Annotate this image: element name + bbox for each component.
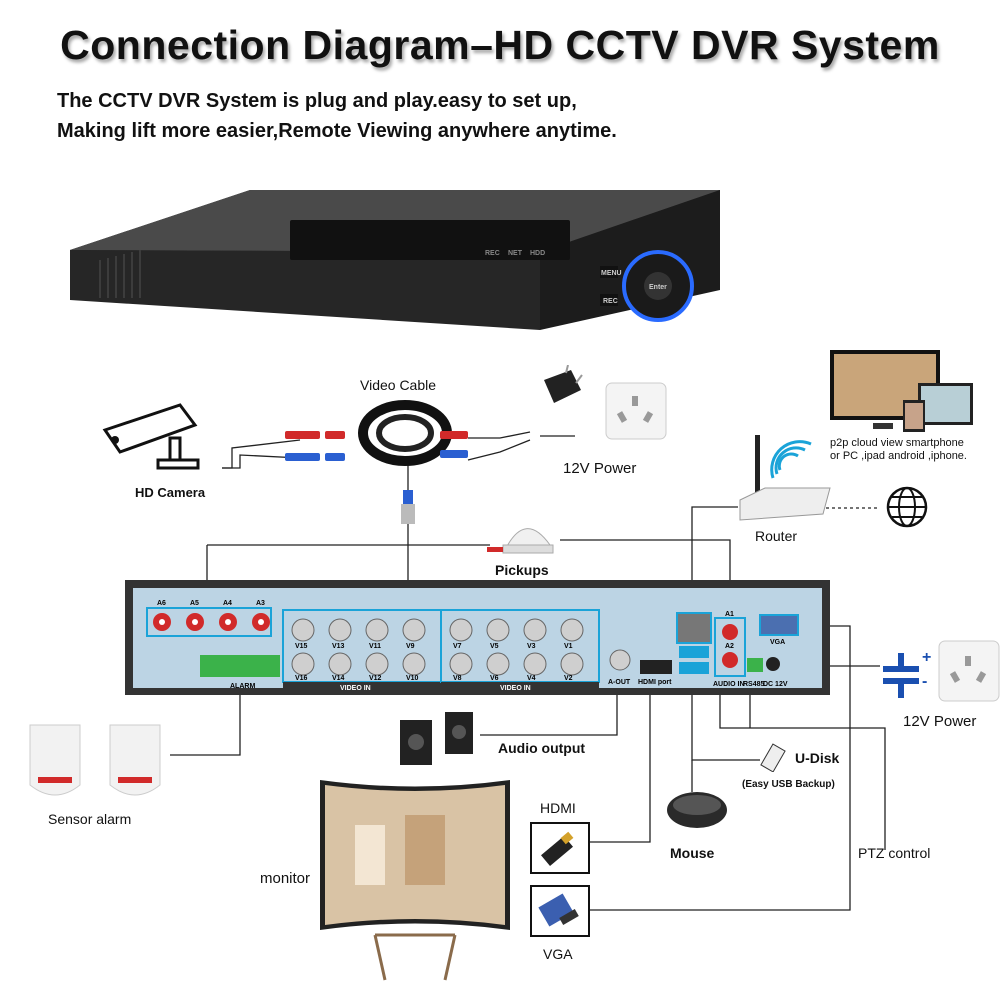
pickup-microphone-icon	[487, 528, 554, 554]
mouse-icon	[667, 792, 727, 828]
video-in-v9: V9	[406, 643, 415, 650]
video-in-v13: V13	[332, 643, 345, 650]
dvr-front-unit: REC NET HDD Enter MENU REC	[70, 190, 720, 330]
video-in-v14: V14	[332, 675, 345, 682]
video-in-v4: V4	[527, 675, 536, 682]
audio-in-a6: A6	[157, 600, 166, 607]
led-hdd: HDD	[530, 250, 545, 257]
vga-port-label: VGA	[770, 639, 785, 646]
svg-text:REC: REC	[603, 298, 618, 305]
audio-in-a3: A3	[256, 600, 265, 607]
video-in-v3: V3	[527, 643, 536, 650]
ptz-control-label: PTZ control	[858, 845, 931, 861]
router-label: Router	[755, 528, 798, 544]
audio-in-a2: A2	[725, 643, 734, 650]
audio-in-a1: A1	[725, 611, 734, 618]
pickups-label: Pickups	[495, 562, 549, 578]
video-in-v5: V5	[490, 643, 499, 650]
svg-text:+: +	[922, 649, 931, 666]
audio-out-port-label: A-OUT	[608, 679, 631, 686]
audio-output-label: Audio output	[498, 740, 586, 756]
rec-button[interactable]	[600, 294, 618, 306]
dvr-back-panel: A6 A5 A4 A3 ALARM V15 V13 V11 V9 V16 V14…	[125, 580, 830, 695]
bnc-connector-blue	[285, 453, 320, 461]
hdmi-port-label: HDMI port	[638, 679, 672, 686]
vga-cable-icon	[530, 885, 590, 937]
monitor-icon	[320, 780, 510, 981]
video-cable-coil	[285, 400, 468, 466]
p2p-devices-icon	[830, 350, 973, 432]
menu-button[interactable]	[600, 266, 618, 278]
hdmi-label: HDMI	[540, 800, 576, 816]
power-outlet-top-icon	[605, 382, 667, 440]
monitor-label: monitor	[260, 870, 311, 887]
rs485-port-label: RS485	[743, 681, 765, 688]
dc-power-symbol-icon: + -	[883, 649, 931, 698]
video-in-v6: V6	[490, 675, 499, 682]
mouse-label: Mouse	[670, 845, 715, 861]
vga-label: VGA	[543, 946, 573, 962]
video-in-label-2: VIDEO IN	[500, 685, 531, 692]
udisk-note: (Easy USB Backup)	[742, 779, 835, 790]
video-in-v16: V16	[295, 675, 308, 682]
internet-globe-icon	[886, 486, 928, 528]
router-icon	[739, 435, 831, 521]
sensor-alarm-icon	[29, 724, 161, 796]
video-in-v8: V8	[453, 675, 462, 682]
hd-camera-icon	[102, 403, 200, 470]
svg-text:MENU: MENU	[601, 270, 622, 277]
power-right-label: 12V Power	[903, 713, 977, 730]
enter-button[interactable]	[644, 272, 672, 300]
video-in-v1: V1	[564, 643, 573, 650]
sensor-alarm-label: Sensor alarm	[48, 811, 132, 827]
dc12v-port-label: DC 12V	[763, 681, 788, 688]
rca-connector-red	[285, 431, 320, 439]
power-top-label: 12V Power	[563, 460, 637, 477]
p2p-line-1: p2p cloud view smartphone	[830, 437, 964, 449]
bnc-plug-vertical	[401, 490, 415, 524]
svg-text:Enter: Enter	[649, 284, 667, 291]
video-in-label-1: VIDEO IN	[340, 685, 371, 692]
video-in-v2: V2	[564, 675, 573, 682]
hd-camera-label: HD Camera	[135, 485, 206, 500]
udisk-label: U-Disk	[795, 750, 840, 766]
speakers-icon	[400, 712, 473, 765]
subtitle-line-1: The CCTV DVR System is plug and play.eas…	[57, 90, 577, 112]
audio-in-a5: A5	[190, 600, 199, 607]
audio-in-side-label: AUDIO IN	[713, 681, 745, 688]
video-cable-label: Video Cable	[360, 377, 437, 393]
audio-in-a4: A4	[223, 600, 232, 607]
p2p-line-2: or PC ,ipad android ,iphone.	[830, 450, 967, 462]
subtitle-line-2: Making lift more easier,Remote Viewing a…	[57, 120, 617, 142]
video-in-v10: V10	[406, 675, 419, 682]
video-in-v15: V15	[295, 643, 308, 650]
power-outlet-right-icon	[938, 640, 1000, 702]
led-rec: REC	[485, 250, 500, 257]
video-in-v11: V11	[369, 643, 381, 650]
svg-text:-: -	[922, 673, 927, 690]
video-in-v12: V12	[369, 675, 382, 682]
power-adapter-icon	[544, 365, 583, 403]
led-net: NET	[508, 250, 523, 257]
hdmi-cable-icon	[530, 822, 590, 874]
usb-disk-icon	[760, 743, 786, 772]
diagram-title: Connection Diagram–HD CCTV DVR System	[60, 22, 940, 68]
video-in-v7: V7	[453, 643, 462, 650]
alarm-port-label: ALARM	[230, 683, 255, 690]
